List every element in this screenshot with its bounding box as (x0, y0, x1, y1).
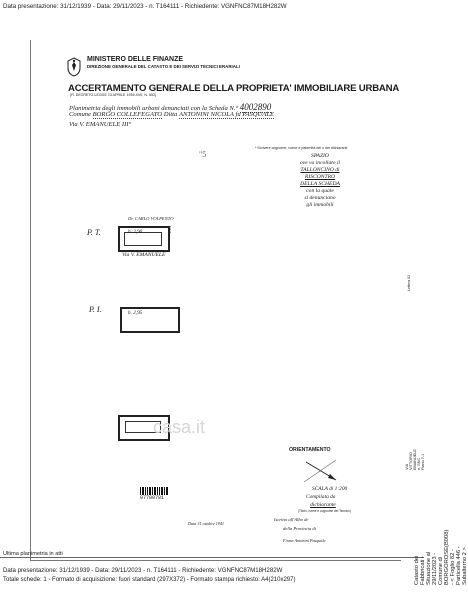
floor-label-p1: P. I. (89, 305, 102, 314)
scheda-number: 4002890 (239, 102, 272, 113)
street-top-label: Dr. CARLO VOLPENTO (128, 216, 174, 221)
talloncino-stamp: SPAZIO ove va incollato il TALLONCINO di… (285, 153, 355, 209)
planimetria-label: Planimetria degli immobili urbani denunc… (69, 105, 239, 112)
compiled-by-value: dichiarante (310, 502, 336, 508)
floor-label-pt: P. T. (87, 228, 101, 237)
stamp-line-2: ove va incollato il (299, 160, 341, 166)
compiled-by-label: Compilata da (306, 494, 336, 500)
tick-mark: "5 (199, 150, 207, 159)
ministry-name: MINISTERO DELLE FINANZE (87, 56, 184, 63)
comune-line: Comune BORGO COLLEFEGATO Ditta ANTONINI … (69, 111, 275, 119)
watermark: casa.it (153, 417, 206, 437)
first-floor-room (120, 307, 180, 333)
barcode-number: 07780781 (140, 495, 165, 501)
third-room (118, 415, 170, 441)
date-line: Data 31 ottobre 1941 (188, 521, 225, 526)
direzione-name: DIREZIONE GENERALE DEL CATASTO E DEI SER… (87, 64, 240, 69)
stamp-line-4: DELLA SCHEDA (300, 181, 340, 187)
decree-line: (R. DECRETO-LEGGE 13 APRILE 1939-XVII, N… (70, 93, 157, 97)
third-room-inner (125, 421, 161, 433)
top-info-line: Data presentazione: 31/12/1939 - Data: 2… (3, 3, 287, 10)
stamp-line-7: gli immobili (306, 202, 334, 208)
iscritto-line: Iscritto all'Albo de (274, 517, 309, 522)
scale-label: SCALA di 1:200 (312, 486, 348, 492)
provincia-line: della Provincia di (283, 526, 316, 531)
room-height-p1: h. 2,95 (128, 310, 143, 316)
ditta-label: Ditta (163, 111, 178, 118)
stamp-line-5: con la quale (306, 188, 334, 194)
vertical-catasto-text: Catasto dei Fabbricati - Situazione al 2… (414, 529, 468, 585)
north-arrow-icon (303, 459, 337, 483)
comune-value: BORGO COLLEFEGATO (92, 111, 163, 119)
bottom-format-line: Totale schede: 1 - Formato di acquisizio… (3, 577, 296, 583)
stamp-line-3: TALLONCINO di RISCONTRO (300, 167, 340, 180)
street-bottom-label: Via V. EMANUELE (122, 252, 166, 258)
document-title: ACCERTAMENTO GENERALE DELLA PROPRIETA' I… (68, 83, 400, 94)
orientation-label: ORIENTAMENTO (289, 447, 331, 453)
barcode-icon (140, 487, 168, 495)
ultima-planimetria: Ultima planimetria in atti (3, 551, 63, 557)
republic-emblem-icon (67, 57, 81, 77)
stamp-line-1: SPAZIO (311, 153, 329, 159)
bottom-presentation-line: Data presentazione: 31/12/1939 - Data: 2… (3, 567, 283, 574)
ditta-value: ANTONINI NICOLA fu PASQUALE (178, 111, 275, 119)
comune-label: Comune (69, 111, 91, 118)
planimetria-line: Planimetria degli immobili urbani denunc… (69, 102, 272, 113)
firma-line: Firma Antonini Pasquale (283, 538, 326, 543)
vertical-address-text: VIA VITTORIO EMANUELE n. SNC Piano T-1 (405, 449, 425, 470)
stamp-line-6: si denunciano (304, 195, 336, 201)
compiled-by-caption: (Titolo, nome e cognome del Tecnico) (298, 509, 351, 513)
via-line: Via V. EMANUELE III° (69, 121, 132, 128)
document-sheet (30, 40, 401, 561)
ground-floor-inner (124, 232, 162, 246)
vertical-side-text: Lettera 02 (407, 274, 411, 291)
room-height-pt: h. 2,90 (128, 229, 143, 235)
bottom-separator (0, 557, 424, 558)
dichiaranti-note: * Scrivere cognome, nome e paternità del… (255, 146, 348, 150)
